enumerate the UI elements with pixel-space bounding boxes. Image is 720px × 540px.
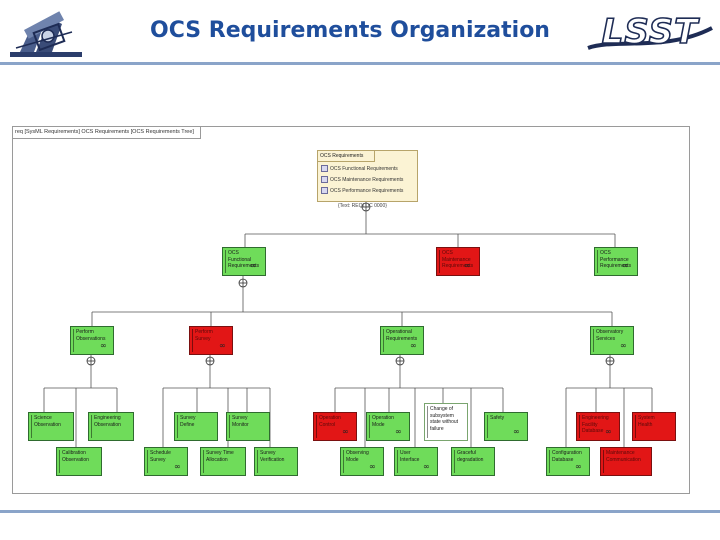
infinity-icon: ∞	[575, 462, 582, 471]
req-graceful-degradation[interactable]: Graceful degradation	[451, 447, 495, 476]
infinity-icon: ∞	[620, 341, 627, 350]
infinity-icon: ∞	[464, 261, 471, 270]
req-calibration-observation[interactable]: Calibration Observation	[56, 447, 102, 476]
req-change-subsystem-state[interactable]: Change of subsystem state without failur…	[424, 403, 468, 441]
package-title: OCS Requirements	[318, 151, 375, 162]
req-user-interface[interactable]: User Interface	[394, 447, 438, 476]
infinity-icon: ∞	[219, 341, 226, 350]
req-observing-mode[interactable]: Observing Mode	[340, 447, 384, 476]
page-title: OCS Requirements Organization	[150, 18, 550, 43]
req-operation-mode[interactable]: Operation Mode	[366, 412, 410, 441]
req-configuration-database[interactable]: Configuration Database	[546, 447, 590, 476]
req-operational-requirements[interactable]: Operational Requirements	[380, 326, 424, 355]
req-ocs-functional[interactable]: OCS Functional Requirements	[222, 247, 266, 276]
frame-tab-label: req [SysML Requirements] OCS Requirement…	[13, 127, 201, 139]
req-maintenance-communication[interactable]: Maintenance Communication	[600, 447, 652, 476]
infinity-icon: ∞	[250, 261, 257, 270]
header-divider	[0, 62, 720, 65]
ocs-requirements-package[interactable]: OCS Requirements OCS Functional Requirem…	[317, 150, 418, 202]
req-system-health[interactable]: System Health	[632, 412, 676, 441]
requirement-icon	[321, 187, 328, 194]
req-survey-monitor[interactable]: Survey Monitor	[226, 412, 270, 441]
infinity-icon: ∞	[395, 427, 402, 436]
infinity-icon: ∞	[342, 427, 349, 436]
infinity-icon: ∞	[100, 341, 107, 350]
req-ocs-maintenance[interactable]: OCS Maintenance Requirements	[436, 247, 480, 276]
req-survey-verification[interactable]: Survey Verification	[254, 447, 298, 476]
req-survey-time-allocation[interactable]: Survey Time Allocation	[200, 447, 246, 476]
footer-divider	[0, 510, 720, 513]
infinity-icon: ∞	[513, 427, 520, 436]
package-item-maintenance[interactable]: OCS Maintenance Requirements	[321, 176, 403, 183]
telescope-logo	[6, 8, 86, 60]
req-operation-control[interactable]: Operation Control	[313, 412, 357, 441]
req-observatory-services[interactable]: Observatory Services	[590, 326, 634, 355]
req-survey-define[interactable]: Survey Define	[174, 412, 218, 441]
req-science-observation[interactable]: Science Observation	[28, 412, 74, 441]
req-engineering-facility-database[interactable]: Engineering Facility Database	[576, 412, 620, 441]
requirement-icon	[321, 176, 328, 183]
infinity-icon: ∞	[423, 462, 430, 471]
infinity-icon: ∞	[174, 462, 181, 471]
infinity-icon: ∞	[622, 261, 629, 270]
req-engineering-observation[interactable]: Engineering Observation	[88, 412, 134, 441]
req-safety[interactable]: Safety	[484, 412, 528, 441]
infinity-icon: ∞	[410, 341, 417, 350]
requirement-icon	[321, 165, 328, 172]
package-tag: {Text: REQLOC 0000}	[338, 203, 387, 209]
req-ocs-performance[interactable]: OCS Performance Requirements	[594, 247, 638, 276]
infinity-icon: ∞	[369, 462, 376, 471]
package-item-performance[interactable]: OCS Performance Requirements	[321, 187, 403, 194]
req-perform-survey[interactable]: Perform Survey	[189, 326, 233, 355]
lsst-logo: LSST	[586, 8, 714, 54]
package-item-functional[interactable]: OCS Functional Requirements	[321, 165, 398, 172]
infinity-icon: ∞	[605, 427, 612, 436]
req-perform-observations[interactable]: Perform Observations	[70, 326, 114, 355]
req-schedule-survey[interactable]: Schedule Survey	[144, 447, 188, 476]
